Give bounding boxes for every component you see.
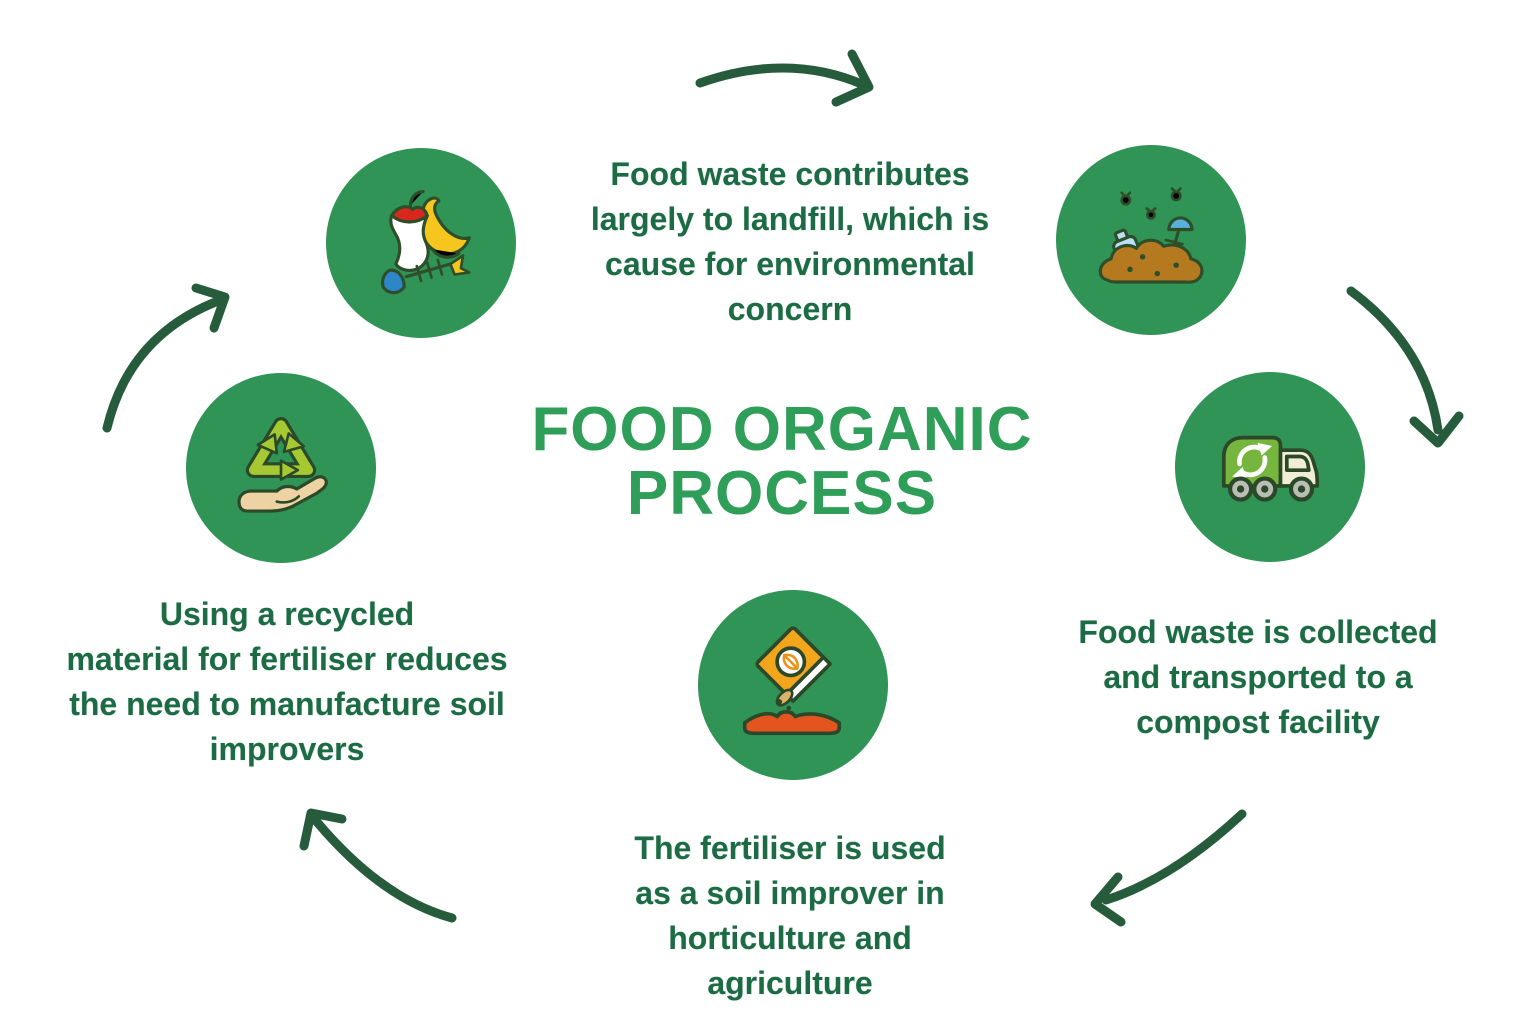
fertiliser-bag-icon (742, 626, 842, 736)
caption-fertiliser-use: The fertiliser is used as a soil improve… (634, 830, 946, 1001)
arrow-top-icon (695, 49, 874, 107)
page-title: FOOD ORGANIC PROCESS (531, 395, 1033, 528)
arrow-bottom-right-icon (1090, 809, 1247, 927)
recycle-hand-icon (237, 417, 328, 513)
caption-food-waste-landfill: Food waste contributes largely to landfi… (590, 156, 990, 327)
step-circle-garbage-truck (1175, 372, 1365, 562)
arrow-bottom-left-icon (299, 808, 457, 923)
step-circle-fertiliser (698, 590, 888, 780)
step-circle-recycle-hand (186, 373, 376, 563)
food-waste-icon (380, 189, 471, 295)
arrow-right-icon (1346, 286, 1464, 448)
landfill-icon (1098, 187, 1204, 284)
garbage-truck-icon (1221, 435, 1320, 502)
arrow-left-icon (102, 283, 230, 433)
step-circle-food-waste (326, 148, 516, 338)
caption-collection-transport: Food waste is collected and transported … (1078, 614, 1438, 740)
step-circle-landfill (1056, 145, 1246, 335)
caption-recycled-material: Using a recycled material for fertiliser… (66, 596, 508, 767)
